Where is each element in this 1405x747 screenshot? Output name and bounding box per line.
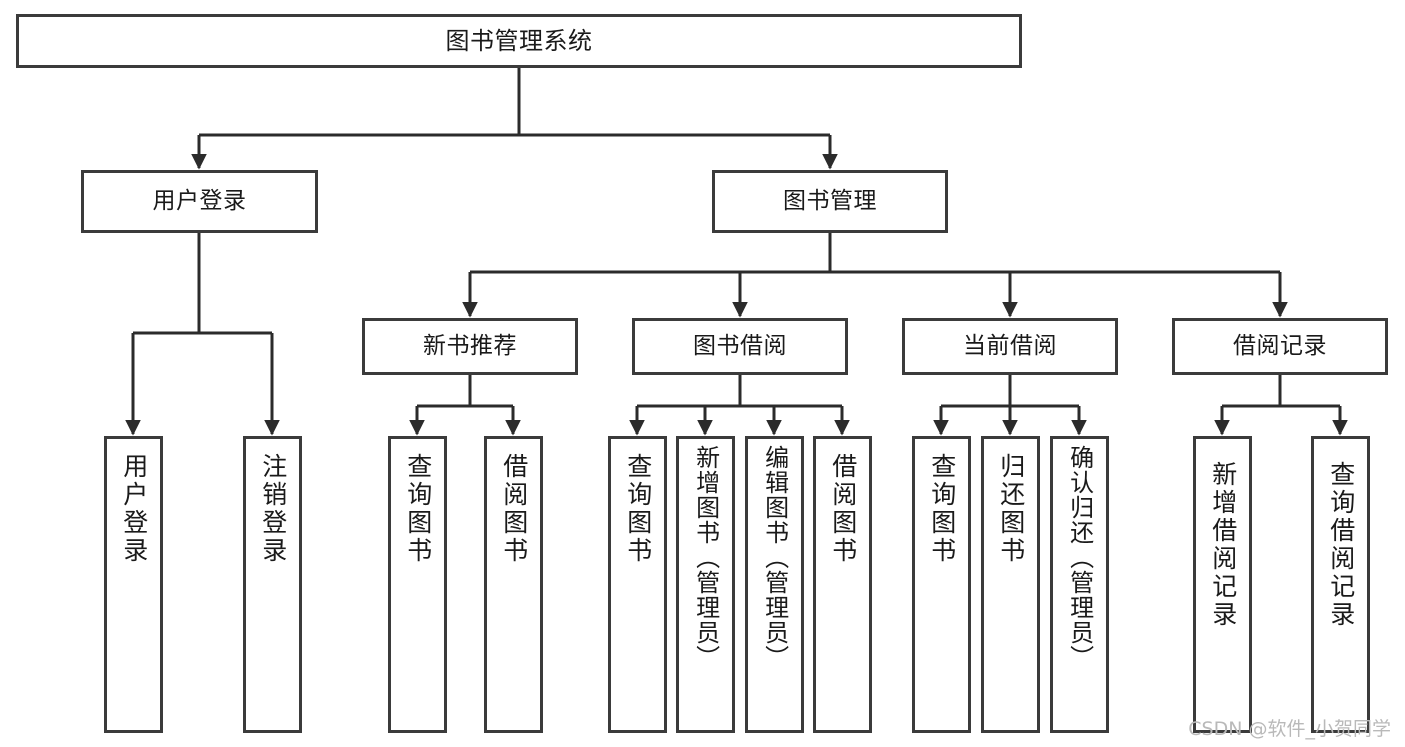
node-leaf-11[interactable]: 确认归还（管理员） (1050, 436, 1109, 733)
node-leaf-10[interactable]: 归还图书 (981, 436, 1040, 733)
node-borrow-record-label: 借阅记录 (1233, 332, 1327, 359)
node-leaf-8-label: 借阅图书 (828, 453, 858, 565)
node-leaf-3[interactable]: 查询图书 (388, 436, 447, 733)
node-leaf-4-label: 借阅图书 (499, 453, 529, 565)
node-book-borrow-label: 图书借阅 (693, 332, 787, 359)
node-leaf-2-label: 注销登录 (258, 453, 288, 565)
csdn-watermark: CSDN @软件_小贺同学 (1188, 718, 1391, 740)
node-leaf-10-label: 归还图书 (996, 453, 1026, 565)
node-leaf-1-label: 用户登录 (119, 453, 149, 565)
node-leaf-5-label: 查询图书 (623, 453, 653, 565)
node-leaf-7[interactable]: 编辑图书（管理员） (745, 436, 804, 733)
node-root[interactable]: 图书管理系统 (16, 14, 1022, 68)
node-leaf-9-label: 查询图书 (927, 453, 957, 565)
node-user-login[interactable]: 用户登录 (81, 170, 318, 233)
node-book-manage-label: 图书管理 (783, 187, 877, 214)
node-root-label: 图书管理系统 (445, 26, 593, 55)
node-current-borrow-label: 当前借阅 (963, 332, 1057, 359)
node-leaf-11-label: 确认归还（管理员） (1065, 445, 1094, 670)
node-new-book-rec[interactable]: 新书推荐 (362, 318, 578, 375)
node-leaf-6-label: 新增图书（管理员） (691, 445, 720, 670)
node-leaf-13-label: 查询借阅记录 (1326, 461, 1356, 629)
node-leaf-2[interactable]: 注销登录 (243, 436, 302, 733)
node-leaf-13[interactable]: 查询借阅记录 (1311, 436, 1370, 733)
node-leaf-3-label: 查询图书 (403, 453, 433, 565)
node-current-borrow[interactable]: 当前借阅 (902, 318, 1118, 375)
node-book-borrow[interactable]: 图书借阅 (632, 318, 848, 375)
node-leaf-7-label: 编辑图书（管理员） (760, 445, 789, 670)
node-leaf-1[interactable]: 用户登录 (104, 436, 163, 733)
node-leaf-5[interactable]: 查询图书 (608, 436, 667, 733)
node-leaf-4[interactable]: 借阅图书 (484, 436, 543, 733)
node-leaf-8[interactable]: 借阅图书 (813, 436, 872, 733)
node-borrow-record[interactable]: 借阅记录 (1172, 318, 1388, 375)
node-leaf-9[interactable]: 查询图书 (912, 436, 971, 733)
node-new-book-rec-label: 新书推荐 (423, 332, 517, 359)
node-book-manage[interactable]: 图书管理 (712, 170, 948, 233)
node-leaf-12-label: 新增借阅记录 (1208, 461, 1238, 629)
node-leaf-12[interactable]: 新增借阅记录 (1193, 436, 1252, 733)
node-user-login-label: 用户登录 (152, 187, 247, 214)
node-leaf-6[interactable]: 新增图书（管理员） (676, 436, 735, 733)
